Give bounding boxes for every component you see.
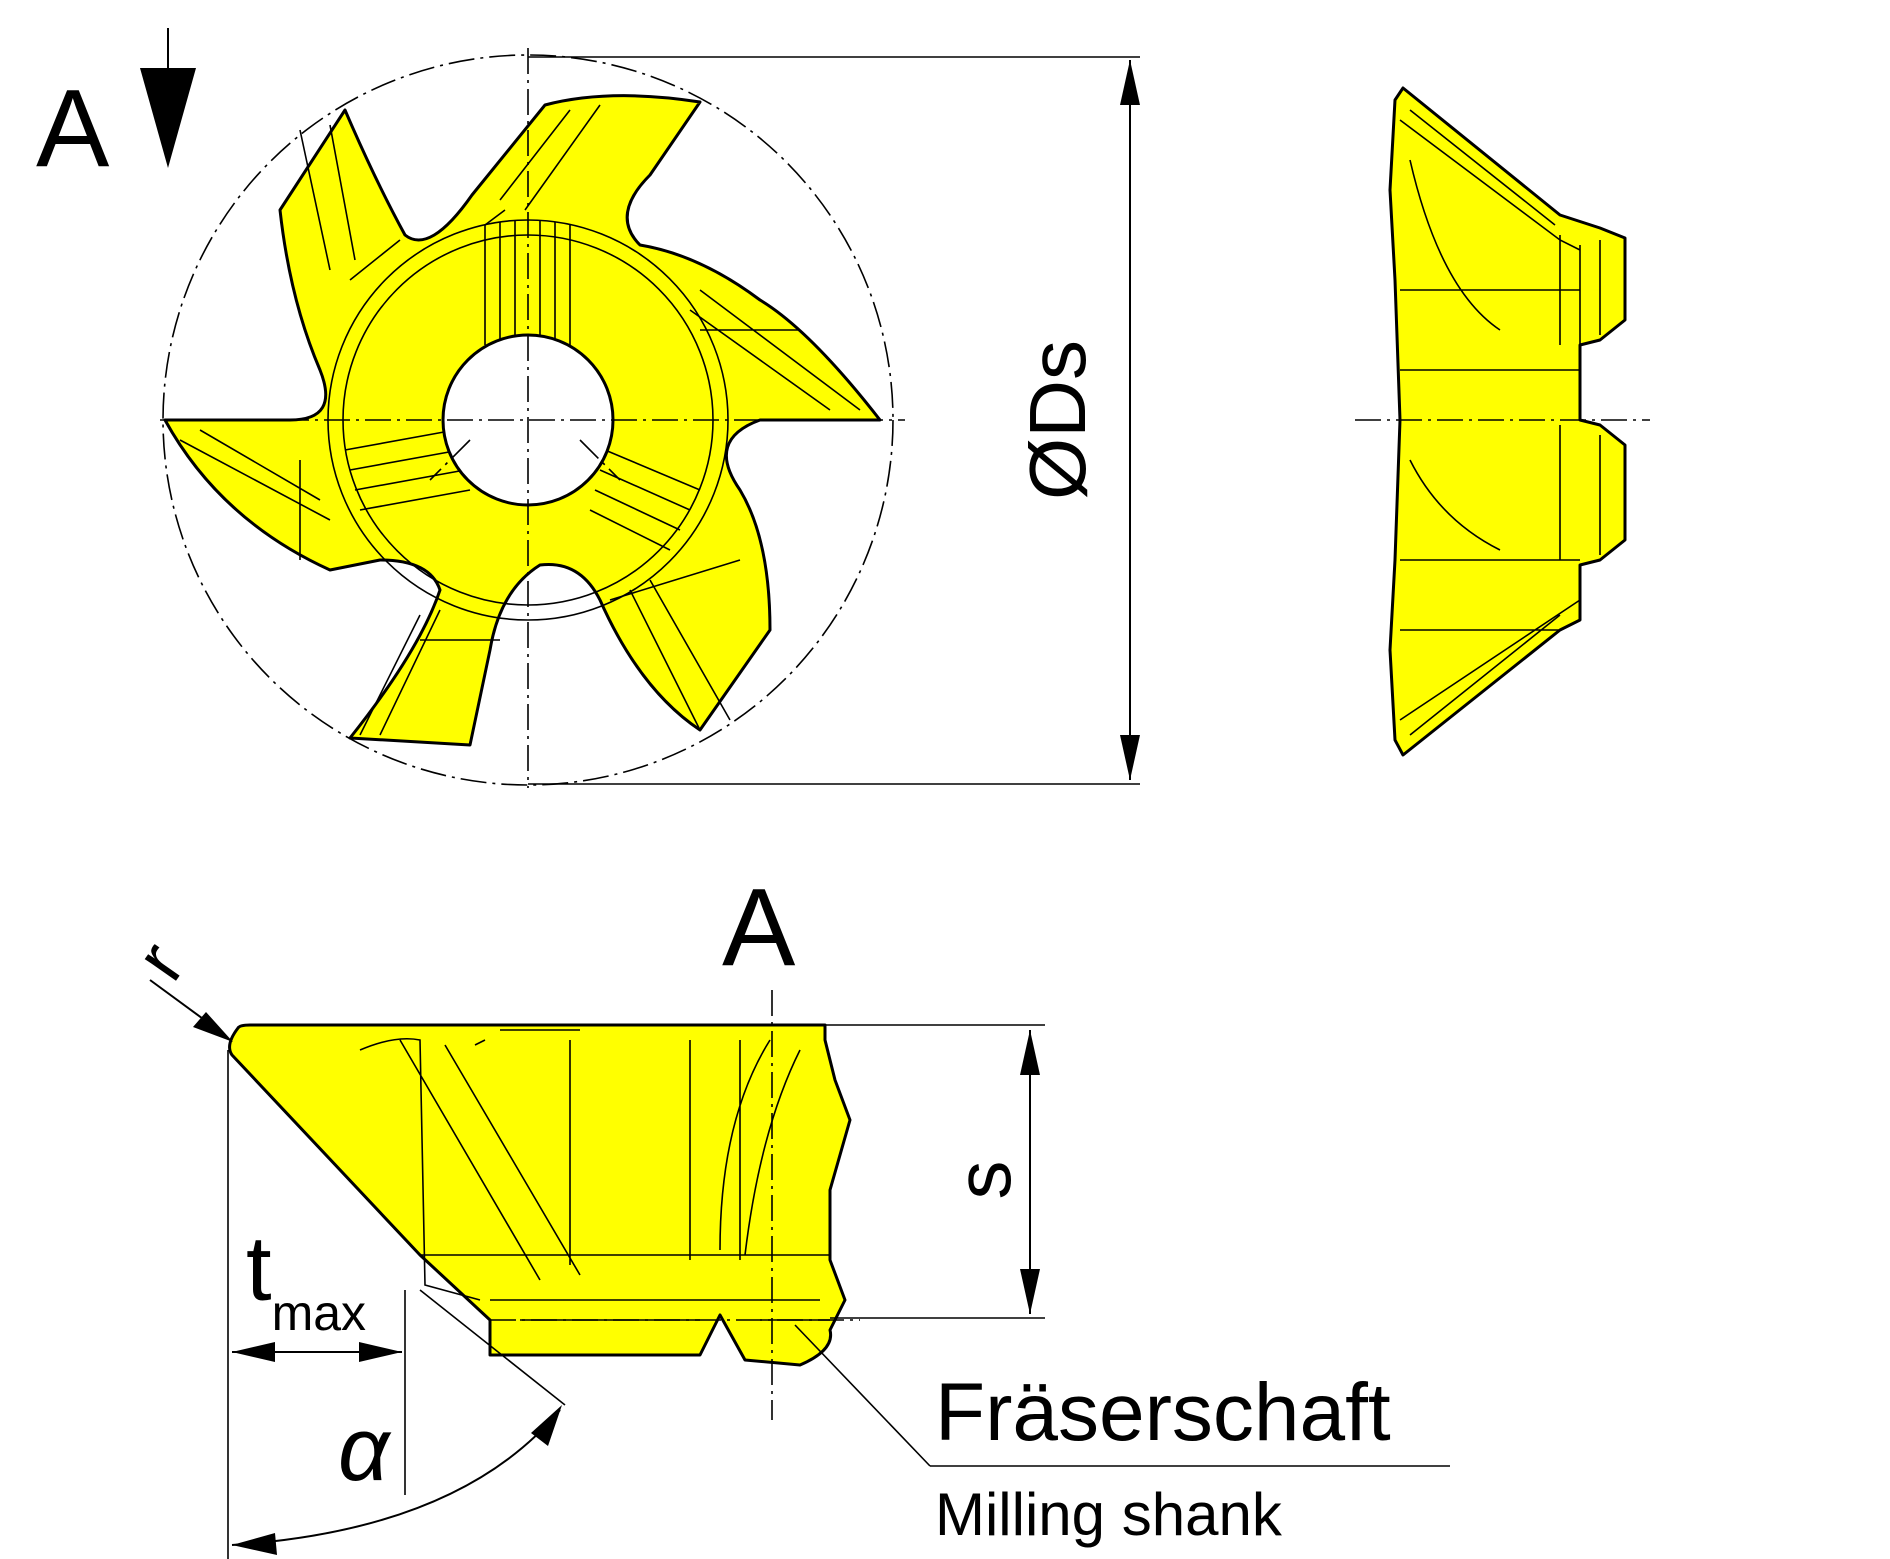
alpha-arc [231,1409,561,1546]
arrow-tmax-right [359,1342,402,1362]
shank-leader [794,1324,931,1467]
bore-diag-2 [579,439,621,481]
part-label-de: Fräserschaft [935,1367,1391,1458]
arrow-s-top [1020,1030,1040,1075]
flute-face-lines [179,104,861,736]
arrow-alpha-right [531,1405,562,1446]
arrow-ds-bottom [1120,735,1140,780]
alpha-label: α [338,1400,392,1500]
tmax-label: tmax [246,1218,366,1341]
arrow-ds-top [1120,60,1140,105]
insert-view-a-body [228,1023,852,1367]
view-marker-letter: A [36,67,110,190]
bore-diag-1 [429,439,471,481]
side-view [1355,86,1650,757]
tmax-main: t [246,1218,272,1320]
diameter-dimension: ØDs [528,56,1140,785]
r-label: r [121,928,200,994]
part-label-en: Milling shank [935,1481,1283,1548]
view-a-label: A [722,866,796,989]
view-a-detail-lines [359,1029,830,1321]
view-marker: A [36,28,196,190]
view-a: A s r tmax α [121,866,1450,1559]
arrow-r [193,1012,233,1042]
arrow-tmax-left [232,1342,275,1362]
side-detail-lines [1399,109,1601,736]
front-view [160,48,905,788]
view-marker-arrow [140,68,196,168]
envelope-circle [162,54,894,786]
alpha-flank-ext [419,1289,566,1406]
bore-grooves [344,220,701,551]
arrow-s-bottom [1020,1269,1040,1314]
s-label: s [939,1161,1027,1200]
arrow-alpha-left [232,1533,277,1555]
insert-side-body [1388,86,1627,757]
tmax-sub: max [272,1285,366,1341]
diameter-label: ØDs [1013,340,1102,500]
